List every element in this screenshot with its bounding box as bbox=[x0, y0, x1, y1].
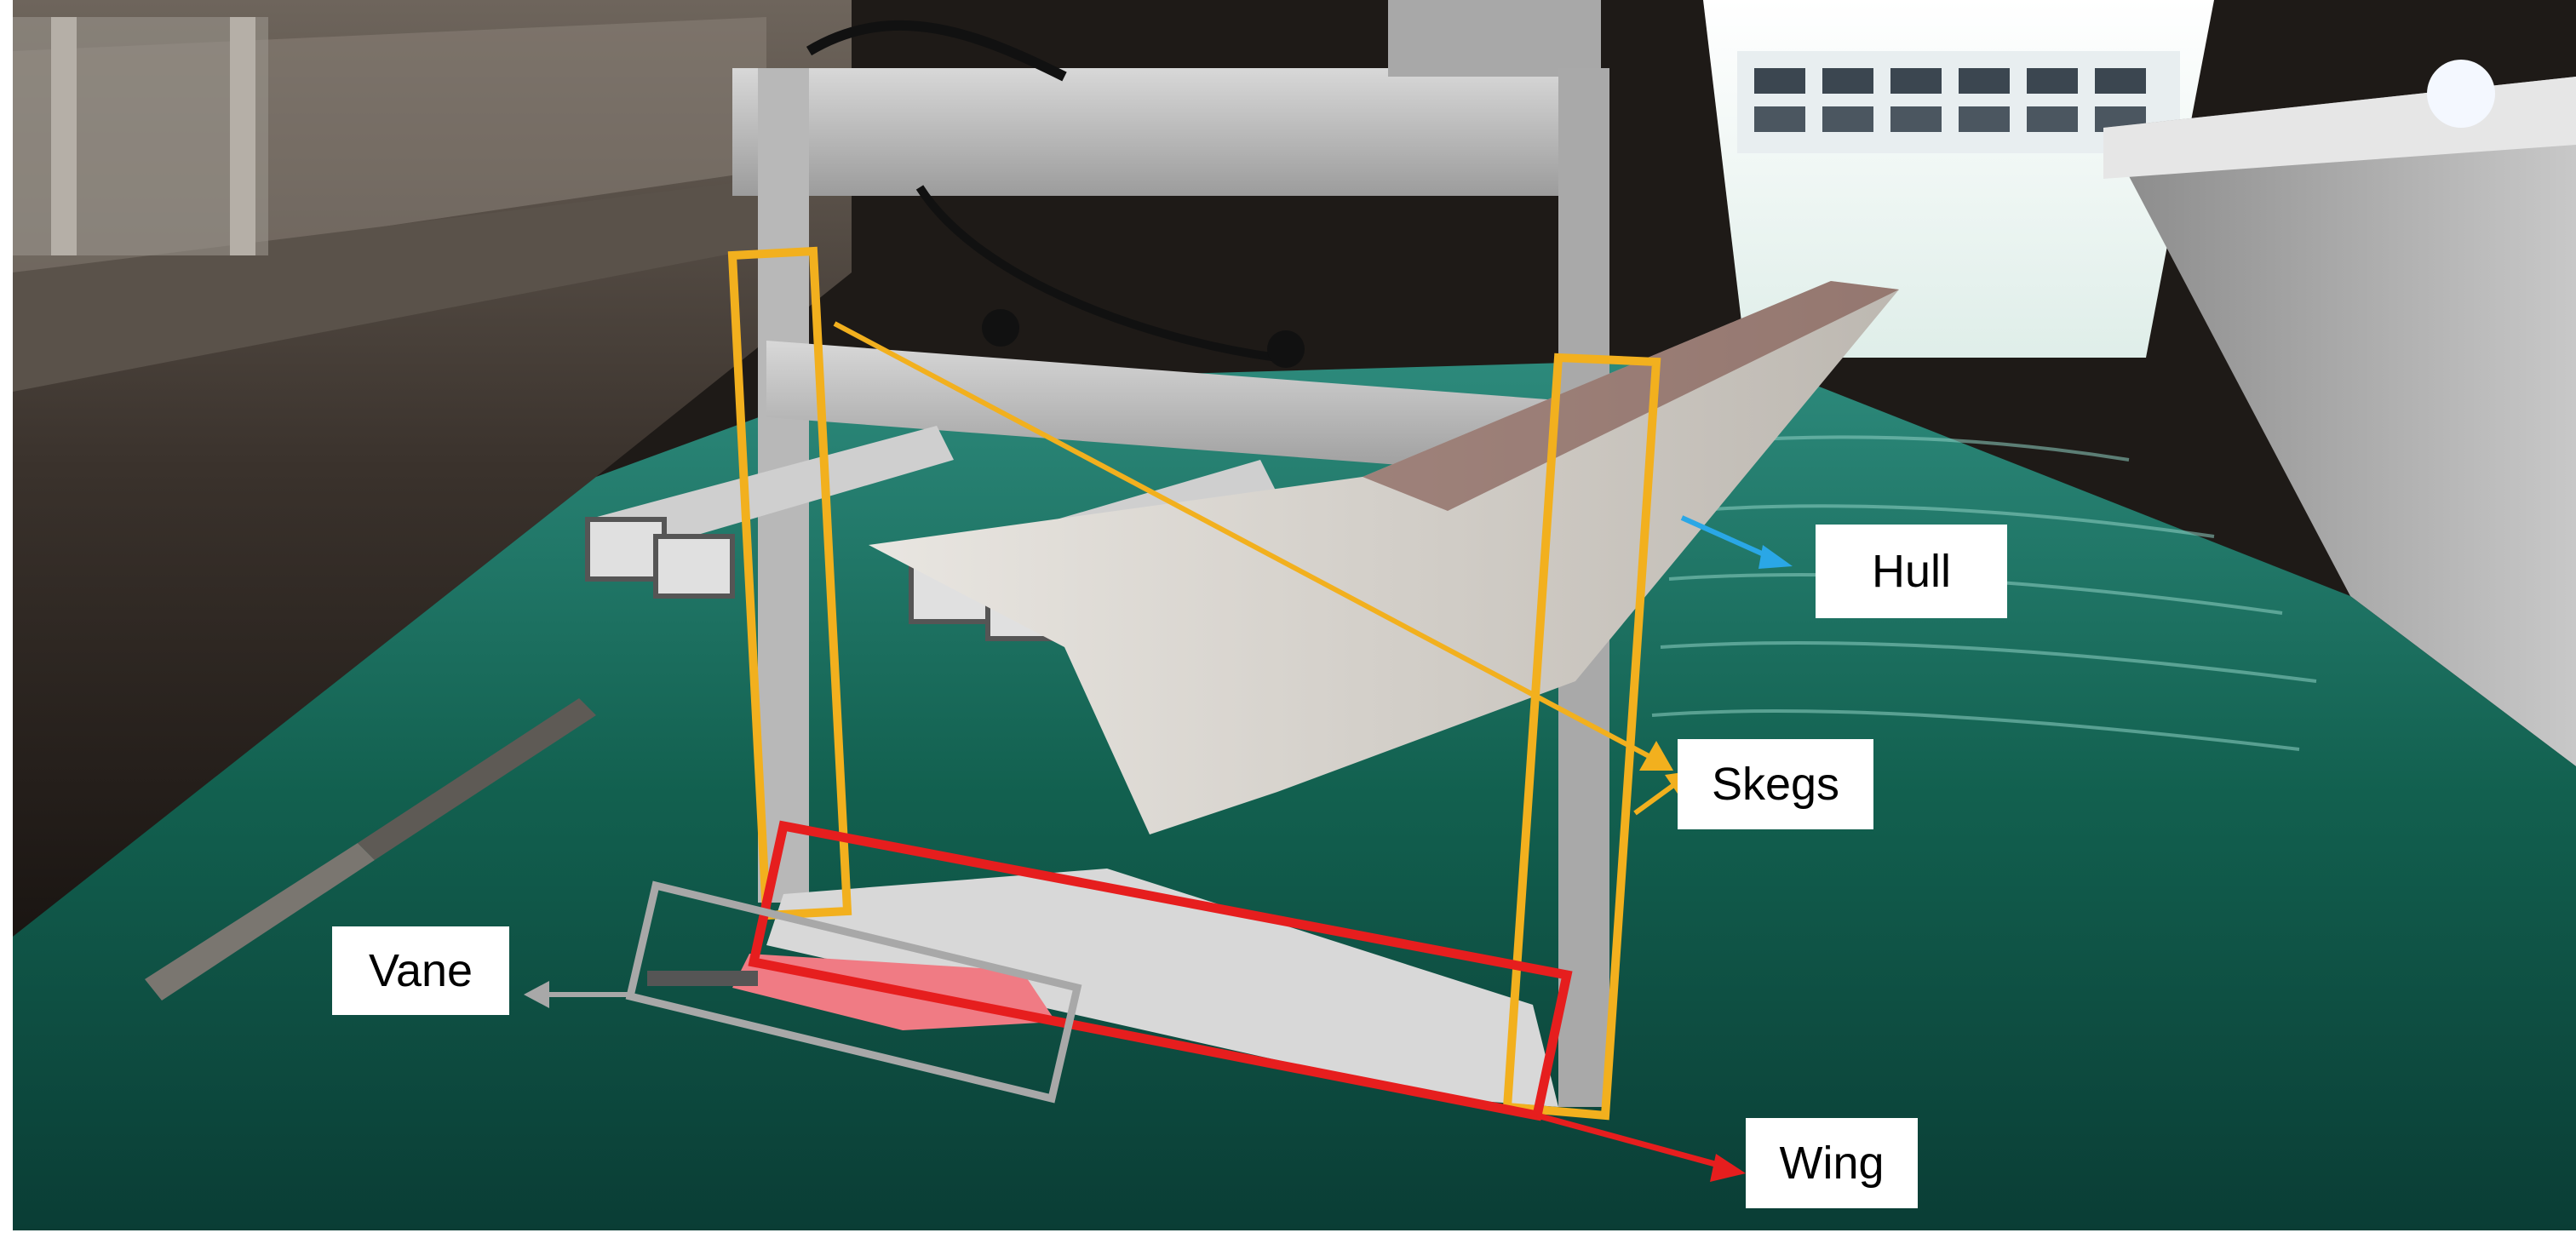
square-tube bbox=[588, 426, 954, 562]
cable bbox=[806, 20, 1067, 82]
vane-arrow bbox=[524, 981, 630, 1008]
tube-end bbox=[653, 534, 735, 599]
vane-label: Vane bbox=[332, 926, 509, 1015]
right-tank-wall bbox=[2103, 77, 2576, 766]
left-railing-post bbox=[230, 17, 255, 255]
skegs-label: Skegs bbox=[1678, 739, 1873, 829]
hull-label: Hull bbox=[1816, 525, 2007, 618]
skeg-left-outline bbox=[727, 246, 852, 920]
left-rail-in-water bbox=[145, 698, 596, 1001]
wing-label: Wing bbox=[1746, 1118, 1918, 1208]
knob bbox=[1267, 330, 1305, 368]
vane-shaft bbox=[647, 971, 758, 986]
knob bbox=[982, 309, 1019, 347]
middle-cross-beam bbox=[766, 341, 1558, 477]
vane-outline bbox=[625, 880, 1082, 1104]
hull-arrow bbox=[1680, 515, 1793, 569]
left-wall-beam bbox=[13, 179, 766, 392]
carriage-top-beam bbox=[732, 68, 1601, 196]
ceiling-lamp bbox=[2427, 60, 2495, 128]
wing-plate bbox=[766, 869, 1558, 1107]
carriage-mount bbox=[1388, 0, 1601, 77]
skeg-right-outline bbox=[1502, 353, 1661, 1121]
wing-arrow bbox=[1536, 1112, 1746, 1182]
hull-deck bbox=[1363, 281, 1899, 511]
window-grid bbox=[1754, 68, 2146, 132]
cable bbox=[915, 185, 1278, 362]
hull-model bbox=[869, 281, 1899, 834]
tube-end bbox=[585, 517, 667, 582]
left-railing-post bbox=[51, 17, 77, 255]
